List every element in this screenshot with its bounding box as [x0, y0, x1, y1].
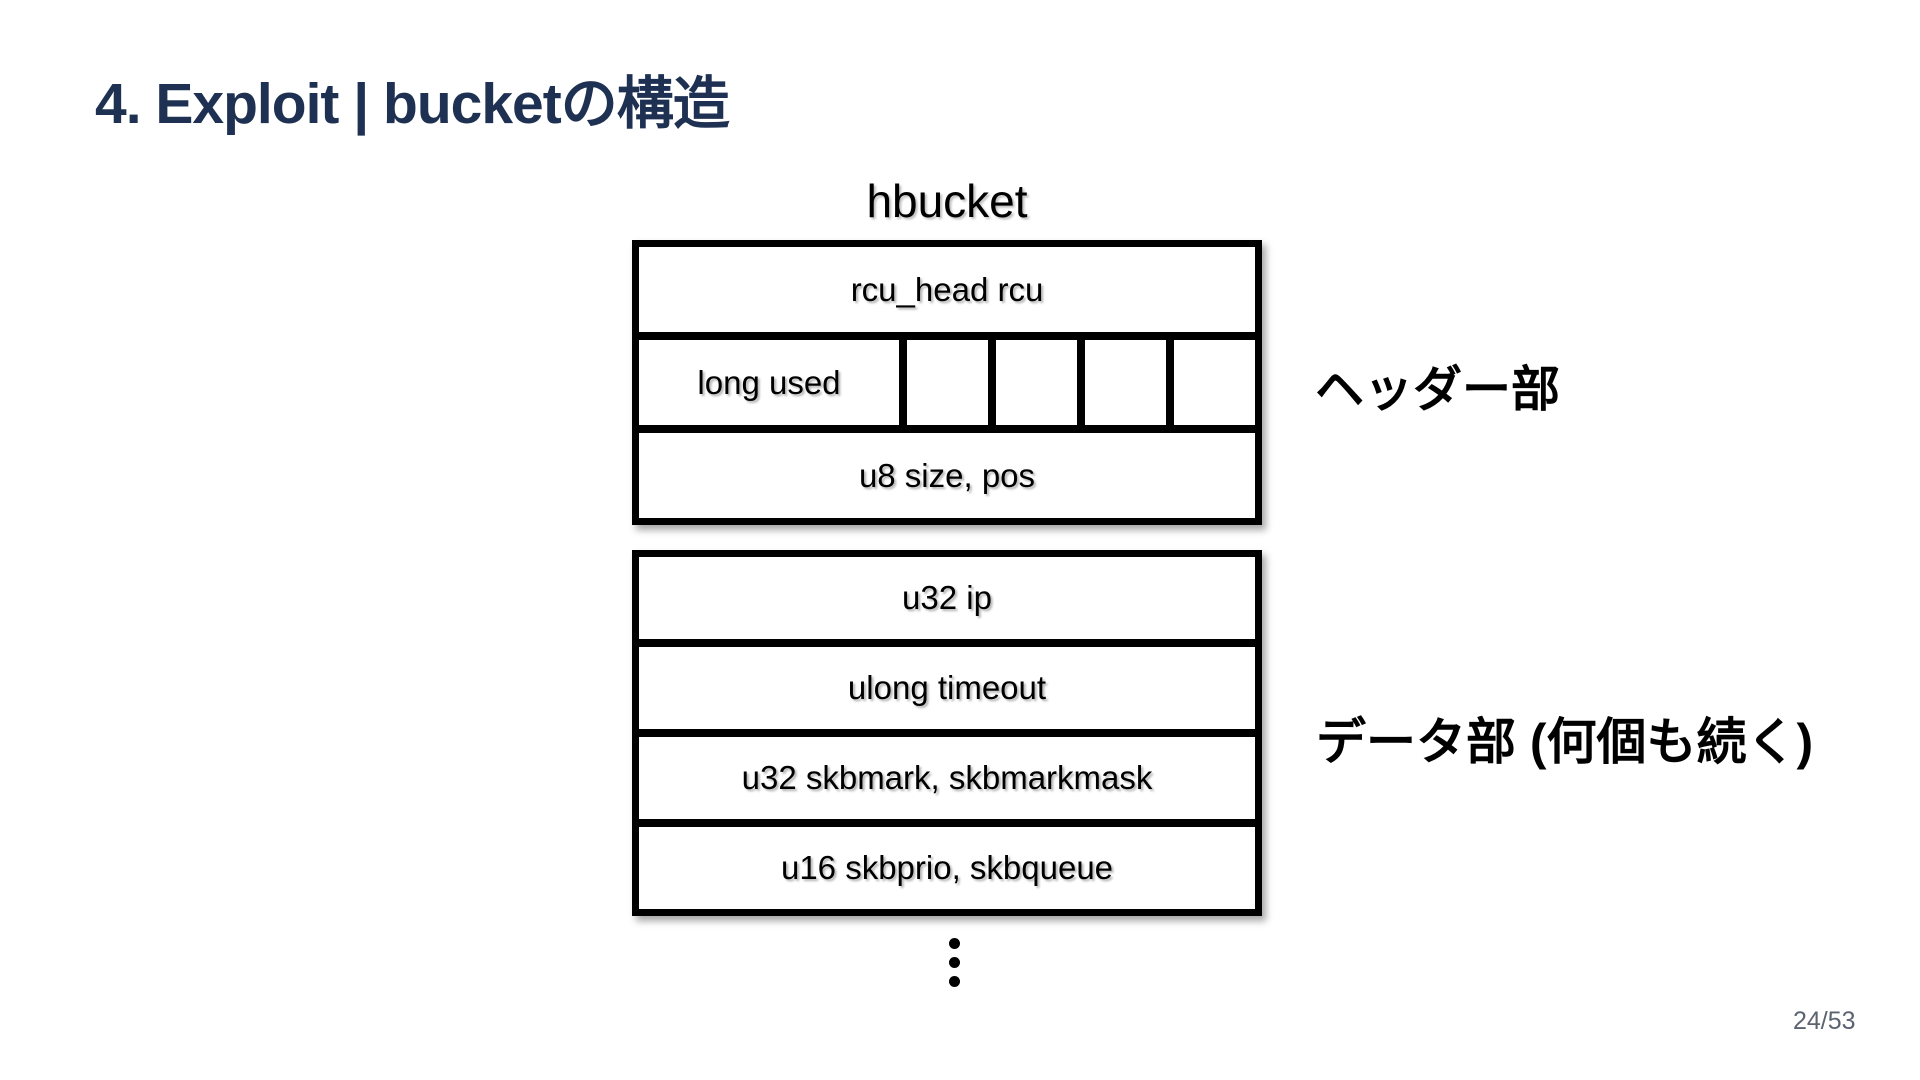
header-section-label: ヘッダー部	[1315, 363, 1561, 417]
empty-cell	[898, 340, 988, 425]
slide-title: 4. Exploit | bucketの構造	[95, 72, 730, 136]
field-label: rcu_head rcu	[850, 270, 1044, 308]
field-row-rcu: rcu_head rcu	[639, 247, 1255, 332]
field-row-timeout: ulong timeout	[639, 639, 1255, 729]
field-label: u32 skbmark, skbmarkmask	[741, 759, 1153, 796]
empty-cell	[1076, 340, 1166, 425]
field-label: long used	[697, 363, 841, 401]
vertical-ellipsis-icon	[949, 938, 960, 987]
field-label: u32 ip	[902, 579, 992, 616]
field-row-size-pos: u8 size, pos	[639, 425, 1255, 518]
field-label: u16 skbprio, skbqueue	[780, 849, 1114, 886]
data-section-label: データ部 (何個も続く)	[1316, 714, 1814, 770]
page-number: 24/53	[1793, 1007, 1856, 1035]
data-box: u32 ip ulong timeout u32 skbmark, skbmar…	[632, 550, 1262, 916]
field-label: ulong timeout	[847, 669, 1047, 706]
ellipsis-dot	[949, 976, 960, 987]
field-row-ip: u32 ip	[639, 557, 1255, 639]
ellipsis-dot	[949, 938, 960, 949]
field-row-used: long used	[639, 332, 1255, 425]
header-box: rcu_head rcu long used u8 size, pos	[632, 240, 1262, 525]
field-row-skbmark: u32 skbmark, skbmarkmask	[639, 729, 1255, 819]
field-row-skbprio: u16 skbprio, skbqueue	[639, 819, 1255, 909]
ellipsis-dot	[949, 957, 960, 968]
struct-name-label: hbucket	[866, 175, 1028, 227]
empty-cell	[987, 340, 1077, 425]
empty-cell	[1165, 340, 1255, 425]
field-label: u8 size, pos	[858, 456, 1036, 494]
